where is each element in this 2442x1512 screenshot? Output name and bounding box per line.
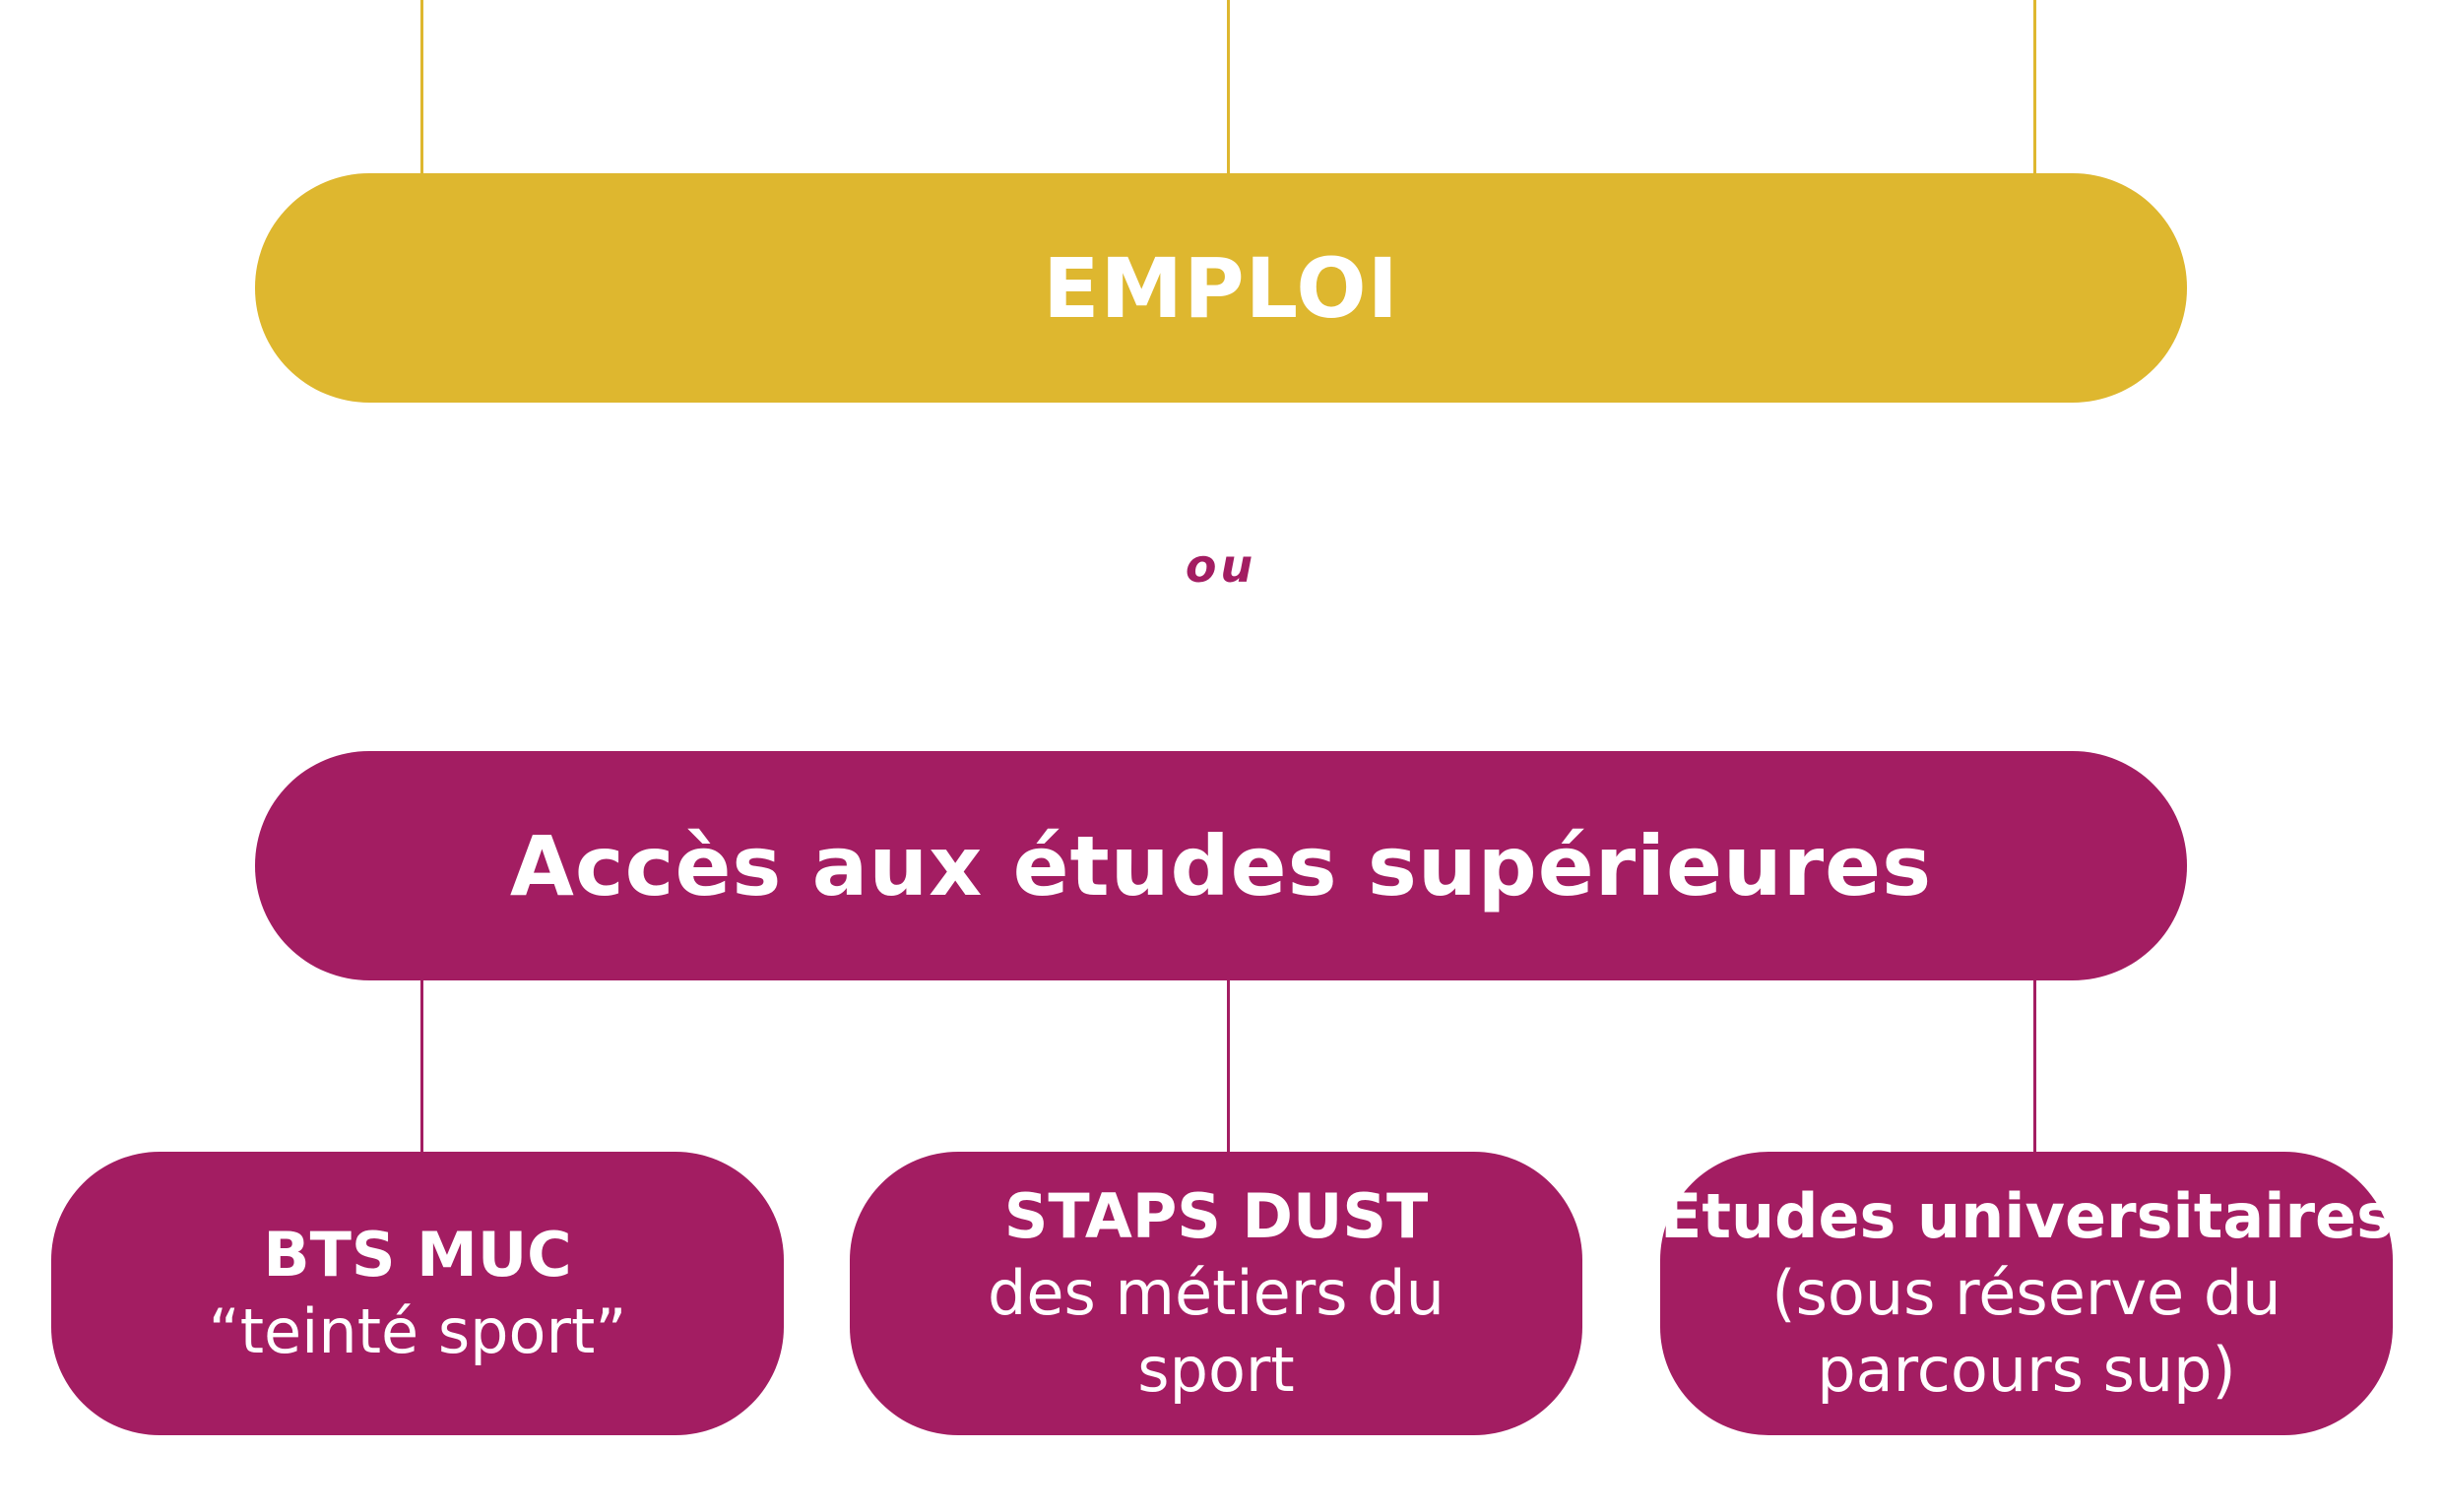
connector-line-staps: [1227, 980, 1230, 1152]
connector-line-emploi-left: [420, 0, 423, 173]
option-subtitle: des métiers du sport: [988, 1257, 1445, 1406]
connector-line-emploi-right: [2033, 0, 2036, 173]
connector-line-bts: [420, 980, 423, 1152]
option-subtitle: (sous réserve du parcours sup): [1771, 1257, 2281, 1406]
option-subtitle: “teinté sport”: [208, 1295, 627, 1367]
acces-etudes-box: Accès aux études supérieures: [255, 751, 2187, 980]
connector-line-univ: [2033, 980, 2036, 1152]
or-connector-text: ou: [1185, 539, 1257, 593]
emploi-label: EMPLOI: [1043, 239, 1399, 337]
option-title: BTS MUC: [263, 1219, 572, 1291]
option-title: STAPS DUST: [1003, 1180, 1429, 1252]
option-title: Études universitaires: [1659, 1180, 2394, 1252]
connector-line-emploi-center: [1227, 0, 1230, 173]
option-box-staps-dust: STAPS DUST des métiers du sport: [850, 1152, 1582, 1435]
acces-etudes-label: Accès aux études supérieures: [509, 817, 1933, 914]
option-box-bts-muc: BTS MUC “teinté sport”: [51, 1152, 784, 1435]
option-box-etudes-universitaires: Études universitaires (sous réserve du p…: [1660, 1152, 2393, 1435]
emploi-box: EMPLOI: [255, 173, 2187, 403]
